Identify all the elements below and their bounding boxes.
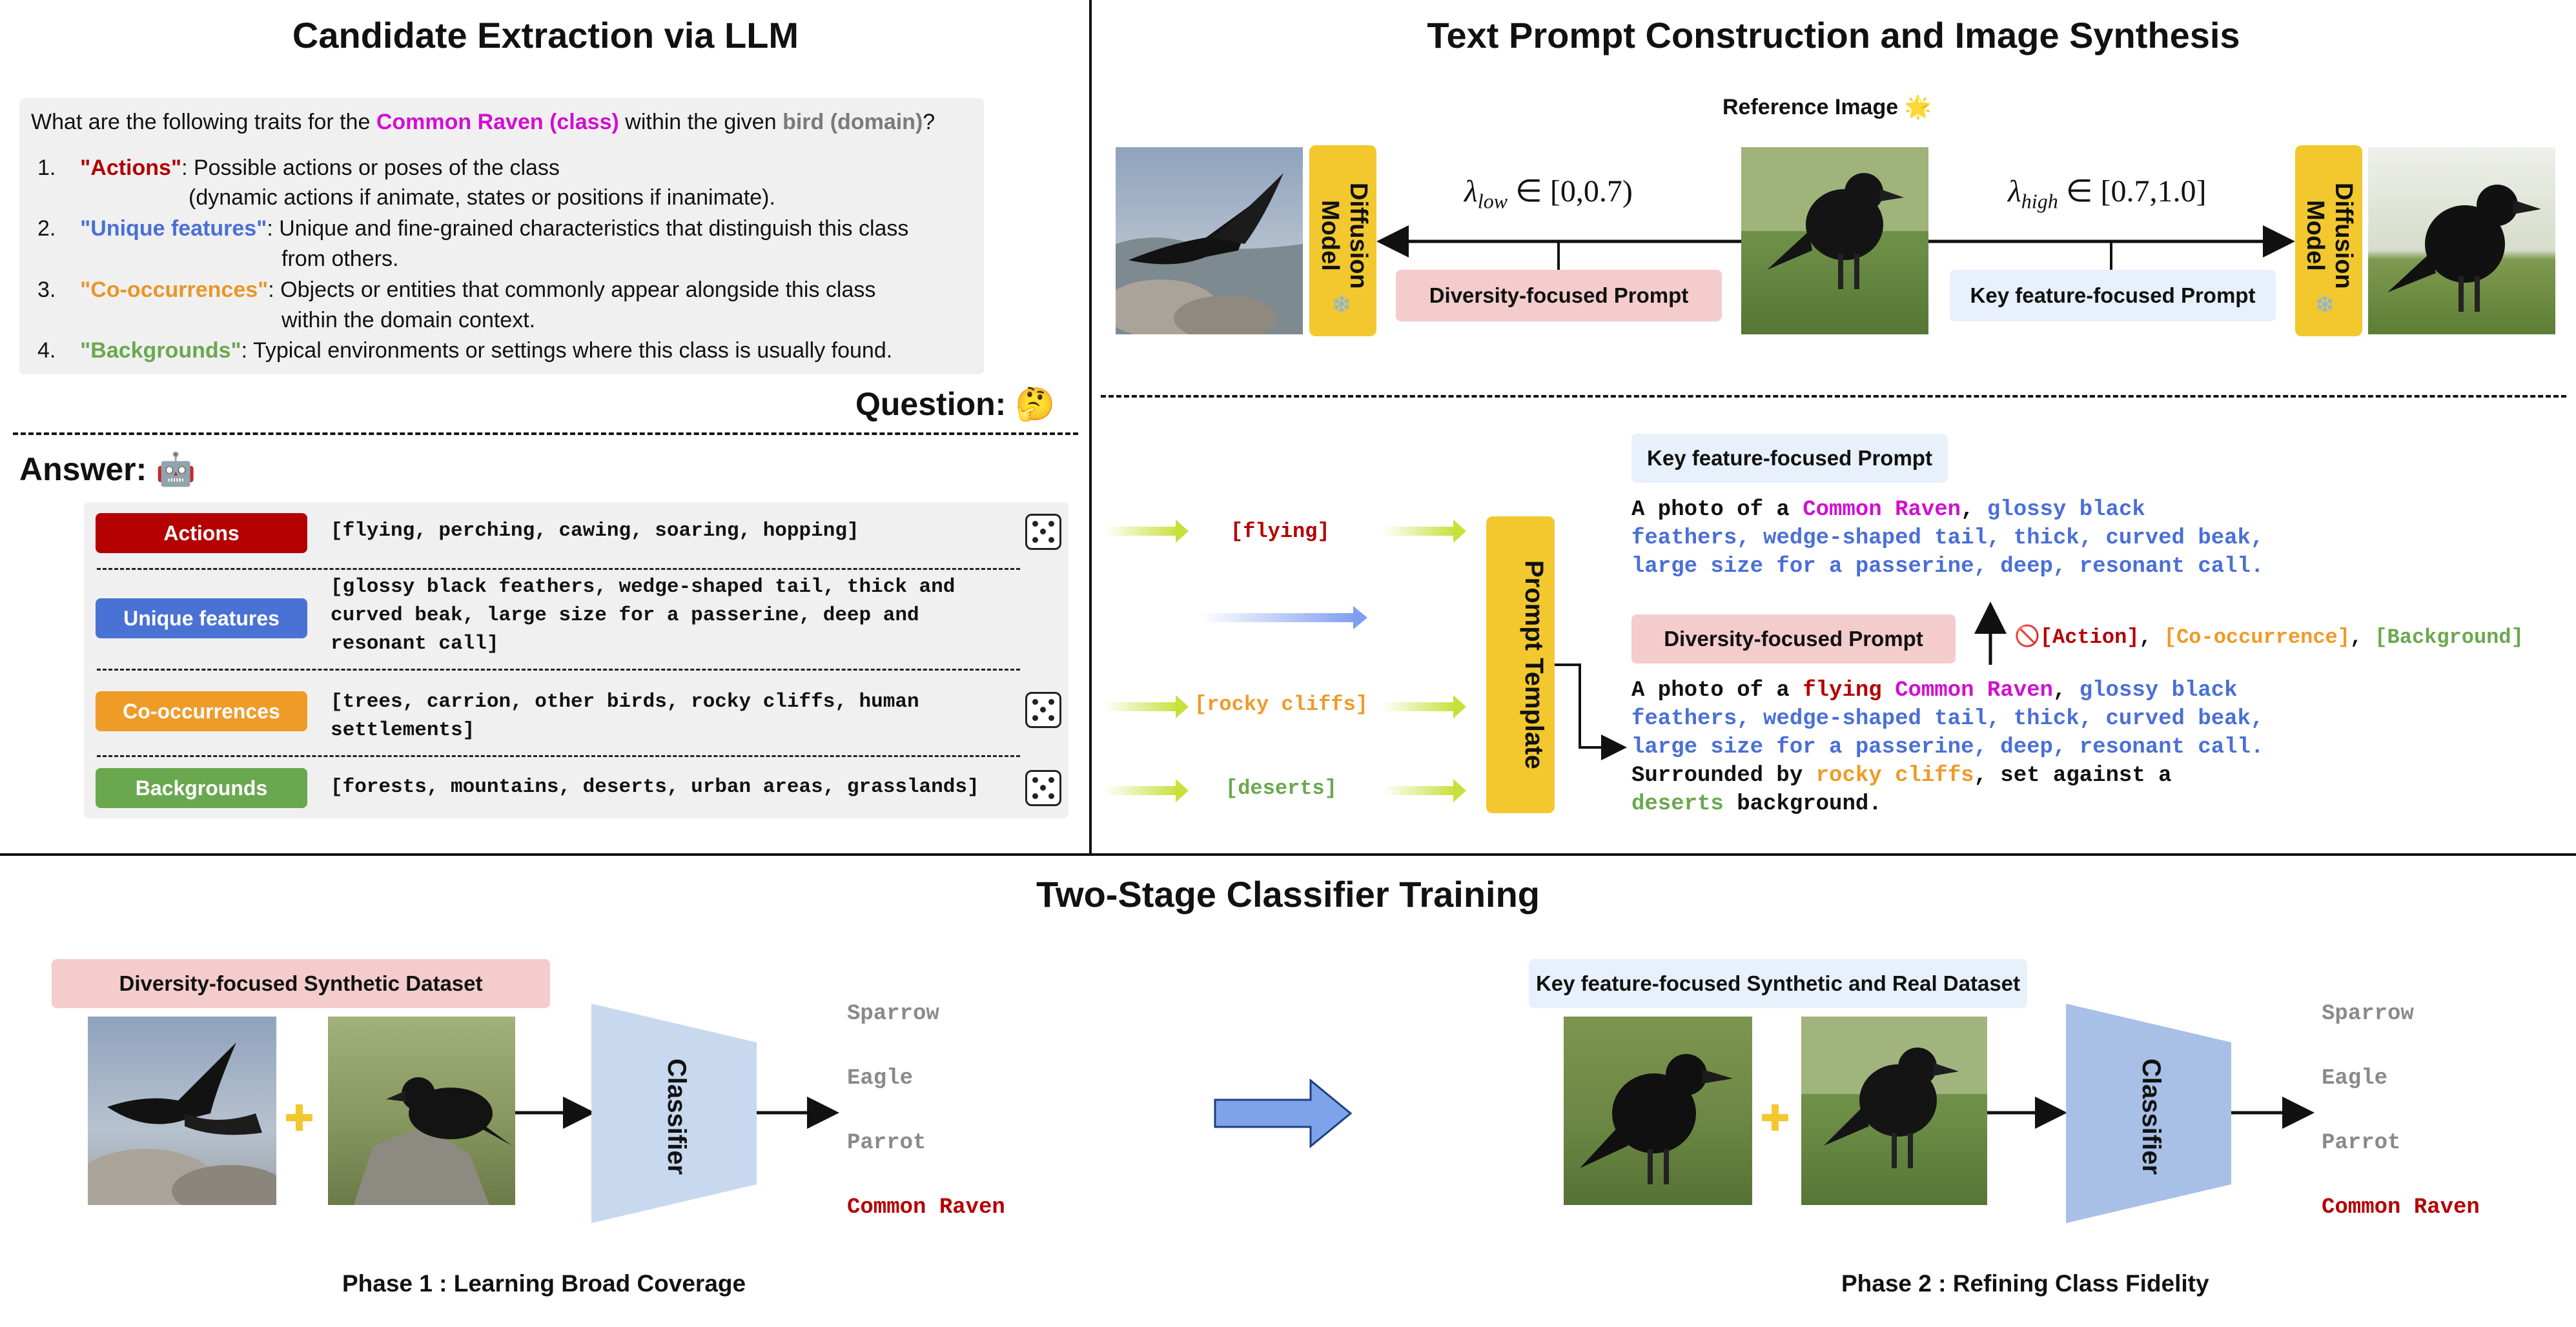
- prompt-construction-title: Text Prompt Construction and Image Synth…: [1427, 15, 2240, 56]
- generated-key-feature-raven-image: [2368, 147, 2555, 334]
- prohibited-icon: 🚫: [2014, 625, 2040, 649]
- classifier-training-title: Two-Stage Classifier Training: [1036, 874, 1540, 915]
- backgrounds-pill: Backgrounds: [96, 768, 307, 808]
- question-item-3-cont: within the domain context.: [281, 308, 536, 332]
- green-arrow: [1104, 779, 1189, 802]
- left-dashed-divider: [13, 432, 1078, 435]
- answer-sep-1: [97, 568, 1020, 570]
- lambda-high-label: λhigh ∈ [0.7,1.0]: [2008, 174, 2207, 213]
- picked-co-occurrence: [rocky cliffs]: [1194, 693, 1368, 716]
- phase1-class-parrot: Parrot: [847, 1131, 926, 1155]
- phase1-class-eagle: Eagle: [847, 1066, 914, 1091]
- green-arrow: [1382, 520, 1466, 543]
- answer-sep-3: [97, 755, 1020, 757]
- phase1-flying-raven-image: [88, 1017, 276, 1205]
- question-box: [19, 98, 984, 374]
- actions-pill: Actions: [96, 513, 307, 553]
- vertical-divider: [1089, 0, 1092, 855]
- phase2-caption: Phase 2 : Refining Class Fidelity: [1841, 1270, 2209, 1297]
- unique-features-pill: Unique features: [96, 598, 307, 638]
- unique-features-values: [glossy black feathers, wedge-shaped tai…: [331, 576, 956, 655]
- question-item-1: 1. "Actions": Possible actions or poses …: [37, 156, 560, 180]
- co-occurrences-values: [trees, carrion, other birds, rocky clif…: [331, 691, 919, 742]
- answer-sep-2: [97, 669, 1020, 671]
- question-item-3: 3. "Co-occurrences": Objects or entities…: [37, 278, 876, 302]
- picked-action: [flying]: [1231, 520, 1330, 543]
- diffusion-model-right-label: Diffusion Model: [2302, 182, 2357, 289]
- answer-box: [84, 502, 1068, 818]
- diversity-prompt-label: Diversity-focused Prompt: [1631, 614, 1956, 664]
- diversity-prompt-text: A photo of a flying Common Raven, glossy…: [1631, 678, 2264, 816]
- phase1-class-common-raven: Common Raven: [847, 1195, 1005, 1220]
- phase2-dataset-label: Key feature-focused Synthetic and Real D…: [1529, 959, 2027, 1008]
- reference-image-label: Reference Image 🌟: [1722, 95, 1932, 119]
- diffusion-model-left: [1309, 145, 1376, 336]
- phase2-class-sparrow: Sparrow: [2322, 1002, 2414, 1026]
- actions-values: [flying, perching, cawing, soaring, hopp…: [331, 520, 859, 542]
- snowflake-icon: ❄: [2315, 292, 2335, 319]
- prompt-template-label: Prompt Template: [1520, 560, 1548, 769]
- green-arrow: [1104, 520, 1189, 543]
- dice-icon: [1025, 692, 1061, 728]
- reference-raven-image: [1741, 147, 1928, 334]
- key-feature-prompt-text: A photo of a Common Raven, glossy black …: [1631, 498, 2264, 579]
- right-dashed-divider: [1101, 395, 2566, 398]
- phase2-real-raven-image: [1801, 1017, 1987, 1205]
- plus-icon: ✚: [1760, 1098, 1790, 1139]
- question-item-4: 4. "Backgrounds": Typical environments o…: [37, 338, 893, 363]
- phase1-caption: Phase 1 : Learning Broad Coverage: [342, 1270, 746, 1297]
- robot-emoji-icon: 🤖: [156, 451, 196, 487]
- phase2-class-eagle: Eagle: [2322, 1066, 2388, 1091]
- diffusion-model-left-label: Diffusion Model: [1316, 182, 1372, 289]
- green-arrow: [1382, 695, 1466, 718]
- snowflake-icon: ❄: [1331, 292, 1352, 319]
- lambda-low-label: λlow ∈ [0,0.7): [1464, 174, 1633, 213]
- excluded-slots: 🚫[Action], [Co-occurrence], [Background]: [2014, 625, 2524, 649]
- dice-icon: [1025, 770, 1061, 806]
- green-arrow: [1382, 779, 1466, 802]
- question-item-1-cont: (dynamic actions if animate, states or p…: [189, 185, 775, 210]
- question-item-2: 2. "Unique features": Unique and fine-gr…: [37, 216, 909, 241]
- blue-arrow-head: [1353, 606, 1367, 629]
- phase-transition-arrow: [1214, 1078, 1353, 1149]
- co-occurrences-pill: Co-occurrences: [96, 691, 307, 731]
- phase1-rock-raven-image: [328, 1017, 515, 1205]
- question-item-2-cont: from others.: [281, 247, 399, 271]
- blue-arrow: [1201, 613, 1356, 622]
- phase2-classifier-label: Classifier: [2137, 1058, 2165, 1175]
- phase1-classifier: [591, 1004, 757, 1223]
- generated-flying-raven-image: [1116, 147, 1303, 334]
- green-arrow: [1104, 695, 1189, 718]
- phase2-class-common-raven: Common Raven: [2322, 1195, 2480, 1220]
- phase1-class-sparrow: Sparrow: [847, 1002, 939, 1026]
- sparkle-emoji-icon: 🌟: [1904, 95, 1932, 119]
- phase1-classifier-label: Classifier: [662, 1058, 691, 1175]
- question-line: What are the following traits for the Co…: [31, 110, 935, 134]
- dice-icon: [1025, 514, 1061, 550]
- plus-icon: ✚: [284, 1098, 314, 1139]
- prompt-template-box: [1486, 516, 1555, 813]
- key-feature-prompt-top: Key feature-focused Prompt: [1950, 270, 2276, 321]
- horizontal-divider: [0, 853, 2576, 856]
- answer-label: Answer: 🤖: [19, 451, 196, 487]
- candidate-extraction-title: Candidate Extraction via LLM: [292, 15, 799, 56]
- phase2-classifier: [2066, 1004, 2231, 1223]
- thinking-emoji-icon: 🤔: [1015, 386, 1056, 422]
- backgrounds-values: [forests, mountains, deserts, urban area…: [331, 776, 979, 798]
- picked-background: [deserts]: [1225, 776, 1337, 800]
- phase1-dataset-label: Diversity-focused Synthetic Dataset: [52, 959, 550, 1008]
- phase2-synthetic-raven-image: [1564, 1017, 1752, 1205]
- diversity-prompt-top: Diversity-focused Prompt: [1396, 270, 1722, 321]
- phase2-class-parrot: Parrot: [2322, 1131, 2401, 1155]
- question-label: Question: 🤔: [855, 386, 1056, 422]
- key-feature-prompt-label: Key feature-focused Prompt: [1631, 434, 1948, 483]
- diffusion-model-right: [2295, 145, 2362, 336]
